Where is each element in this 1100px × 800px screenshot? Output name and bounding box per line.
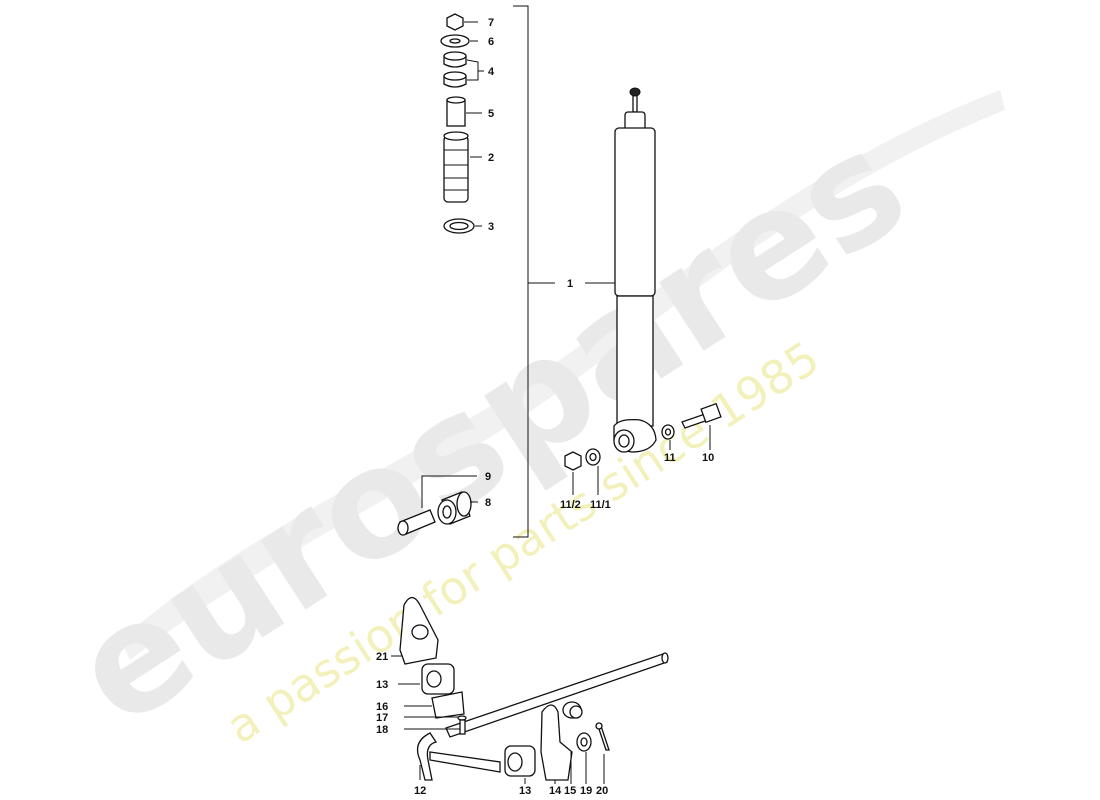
bush-13-right [504,745,536,784]
bolt-10 [681,402,722,450]
shock-absorber [613,87,657,453]
washer-11-1 [585,448,601,495]
bracket-14 [540,704,573,784]
bush-assembly-8-9 [397,475,478,536]
callout-8: 8 [485,497,491,509]
callout-6: 6 [488,36,494,48]
split-pin-20 [595,722,610,784]
assembly-bracket [513,5,618,538]
bracket-16 [404,691,465,719]
callout-10: 10 [702,452,714,464]
watermark: eurospares a passion for parts since 198… [45,90,1005,760]
callout-9: 9 [485,471,491,483]
callout-15: 15 [564,785,576,797]
bush-15 [562,701,583,784]
callout-13-right: 13 [519,785,531,797]
callout-11: 11 [664,452,676,464]
callout-11-1: 11/1 [590,499,611,511]
washer-3 [443,218,482,234]
washer-17 [404,715,467,721]
top-mount-parts [440,13,484,234]
clamp-21 [391,596,439,665]
washer-11 [661,424,675,450]
callout-4: 4 [488,66,495,78]
watermark-swoosh [120,90,1005,660]
callout-18: 18 [376,724,388,736]
callout-21: 21 [376,651,388,663]
washer-6 [440,34,478,48]
callout-13-left: 13 [376,679,388,691]
nut-7 [446,13,478,31]
callout-16: 16 [376,701,388,713]
bolt-18 [404,719,466,735]
washer-19 [576,732,592,784]
callout-7: 7 [488,17,494,29]
nut-11-2 [564,451,582,495]
callout-11-2: 11/2 [560,499,581,511]
bump-stop-2 [443,131,482,203]
callout-2: 2 [488,152,494,164]
callout-1: 1 [567,278,573,290]
watermark-brand: eurospares [45,98,935,760]
stabilizer-bar-12 [416,652,669,781]
callout-3: 3 [488,221,494,233]
callout-14: 14 [549,785,562,797]
callout-5: 5 [488,108,494,120]
callout-17: 17 [376,712,388,724]
spacer-5 [446,96,482,127]
rubber-bush-4 [443,51,484,88]
callout-12: 12 [414,785,426,797]
callout-19: 19 [580,785,592,797]
callout-labels: 7 6 4 5 2 3 1 9 8 11 10 11/2 11/1 21 13 … [376,17,714,797]
bush-13-left [398,663,455,695]
callout-20: 20 [596,785,608,797]
